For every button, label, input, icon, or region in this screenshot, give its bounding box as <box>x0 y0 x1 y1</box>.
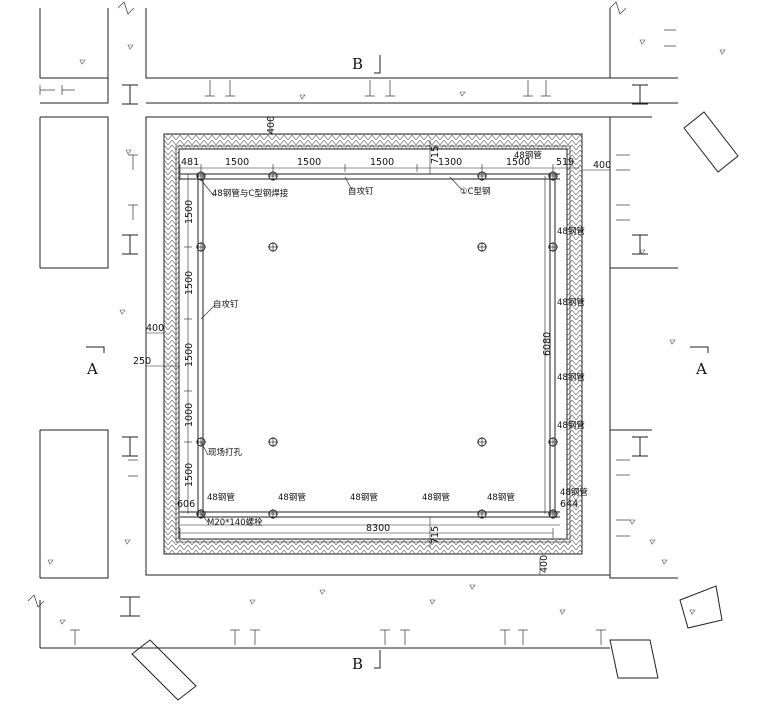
i-beam-icon <box>632 234 648 255</box>
annotations: 48钢管与C型钢焊接 自攻钉 ①C型钢 48钢管 自攻钉 现场打孔 M20*14… <box>207 150 588 528</box>
bolt-hole <box>548 437 558 447</box>
label-pipe-bottom-2: 48钢管 <box>278 492 306 503</box>
dimension-lines <box>146 117 610 575</box>
support-posts <box>39 29 676 645</box>
dim-overall-width: 8300 <box>366 523 390 534</box>
post-icon <box>365 80 375 97</box>
post-icon <box>380 629 390 645</box>
post-icon <box>205 80 215 97</box>
label-pipe-bottom-3: 48钢管 <box>350 492 378 503</box>
section-a-right: A <box>695 360 707 378</box>
i-beam-icon <box>122 84 138 105</box>
dim-left-span-1: 1500 <box>184 200 195 224</box>
dimension-text: 400 400 400 400 250 481 1500 1500 1500 1… <box>133 116 611 573</box>
post-icon <box>541 80 551 97</box>
label-bolt: M20*140螺栓 <box>207 517 263 528</box>
bolt-hole <box>477 242 487 252</box>
building-outline <box>27 1 739 701</box>
frame <box>180 173 560 518</box>
pit-structure <box>145 116 611 576</box>
post-icon <box>128 204 138 220</box>
dim-overall-height: 6080 <box>542 332 553 356</box>
label-self-tap-top: 自攻钉 <box>348 186 374 197</box>
bolt-hole <box>268 509 278 519</box>
post-icon <box>250 629 260 645</box>
dim-left-wall: 400 <box>146 323 164 334</box>
bolt-hole <box>196 242 206 252</box>
dim-left-span-4: 1000 <box>184 403 195 427</box>
i-beam-icon <box>632 84 648 105</box>
bolt-hole <box>268 242 278 252</box>
post-icon <box>616 154 630 171</box>
label-self-tap-left: 自攻钉 <box>213 299 239 310</box>
dim-right-wall: 400 <box>593 160 611 171</box>
bolt-hole <box>477 437 487 447</box>
dim-top-wall: 400 <box>266 116 277 134</box>
bolt-hole <box>268 437 278 447</box>
dim-left-span-2: 1500 <box>184 271 195 295</box>
post-icon <box>385 80 395 97</box>
bolt-hole <box>548 242 558 252</box>
dim-bottom-left-offset: 606 <box>177 499 195 510</box>
post-icon <box>400 629 410 645</box>
post-icon <box>500 629 510 645</box>
label-pipe-bottom-5: 48钢管 <box>487 492 515 503</box>
label-weld-note: 48钢管与C型钢焊接 <box>212 188 289 199</box>
dim-top-span-5: 1500 <box>506 157 530 168</box>
section-a-left: A <box>86 360 98 378</box>
label-pipe-bottom-4: 48钢管 <box>422 492 450 503</box>
dim-bottom-right-offset: 644 <box>560 499 578 510</box>
post-icon <box>616 204 630 221</box>
post-icon <box>70 629 80 645</box>
i-beam-icon <box>632 436 648 457</box>
post-icon <box>664 29 676 47</box>
post-icon <box>596 629 606 645</box>
post-icon <box>128 459 138 477</box>
dim-top-span-3: 1500 <box>370 157 394 168</box>
label-pipe-bottom-1: 48钢管 <box>207 492 235 503</box>
post-icon <box>616 459 630 476</box>
concrete-specks <box>47 39 726 625</box>
i-beam-icon <box>122 436 138 457</box>
i-beam-symbols <box>120 84 648 617</box>
label-pipe-right-4: 48钢管 <box>557 420 585 431</box>
dim-top-span-1: 1500 <box>225 157 249 168</box>
dim-bottom-wall: 400 <box>539 555 550 573</box>
post-icon <box>616 519 630 537</box>
dim-top-clear: 715 <box>430 146 441 164</box>
section-markers: B B A A <box>86 55 709 673</box>
label-c-steel: ①C型钢 <box>460 186 491 197</box>
post-icon <box>518 629 528 645</box>
dim-left-span-5: 1500 <box>184 463 195 487</box>
dim-top-span-4: 1300 <box>438 157 462 168</box>
dim-top-span-2: 1500 <box>297 157 321 168</box>
dim-left-gap: 250 <box>133 356 151 367</box>
post-icon <box>230 629 240 645</box>
bolt-hole <box>477 509 487 519</box>
post-icon <box>39 85 55 95</box>
bolt-hole <box>548 509 558 519</box>
dim-bottom-clear: 715 <box>430 526 441 544</box>
i-beam-icon <box>122 234 138 255</box>
label-pipe-right-1: 48钢管 <box>557 226 585 237</box>
post-icon <box>128 154 138 170</box>
dim-top-right-offset: 519 <box>556 157 574 168</box>
section-b-top: B <box>352 55 363 73</box>
post-icon <box>523 80 533 97</box>
post-icon <box>225 80 235 97</box>
label-pipe-br: 48钢管 <box>560 487 588 498</box>
label-pipe-top: 48钢管 <box>514 150 542 161</box>
dim-top-left-offset: 481 <box>181 157 199 168</box>
label-pipe-right-2: 48钢管 <box>557 297 585 308</box>
label-site-drill: 现场打孔 <box>208 447 243 458</box>
section-b-bottom: B <box>352 655 363 673</box>
post-icon <box>61 85 75 95</box>
label-pipe-right-3: 48钢管 <box>557 372 585 383</box>
i-beam-icon <box>120 596 140 617</box>
dim-left-span-3: 1500 <box>184 343 195 367</box>
